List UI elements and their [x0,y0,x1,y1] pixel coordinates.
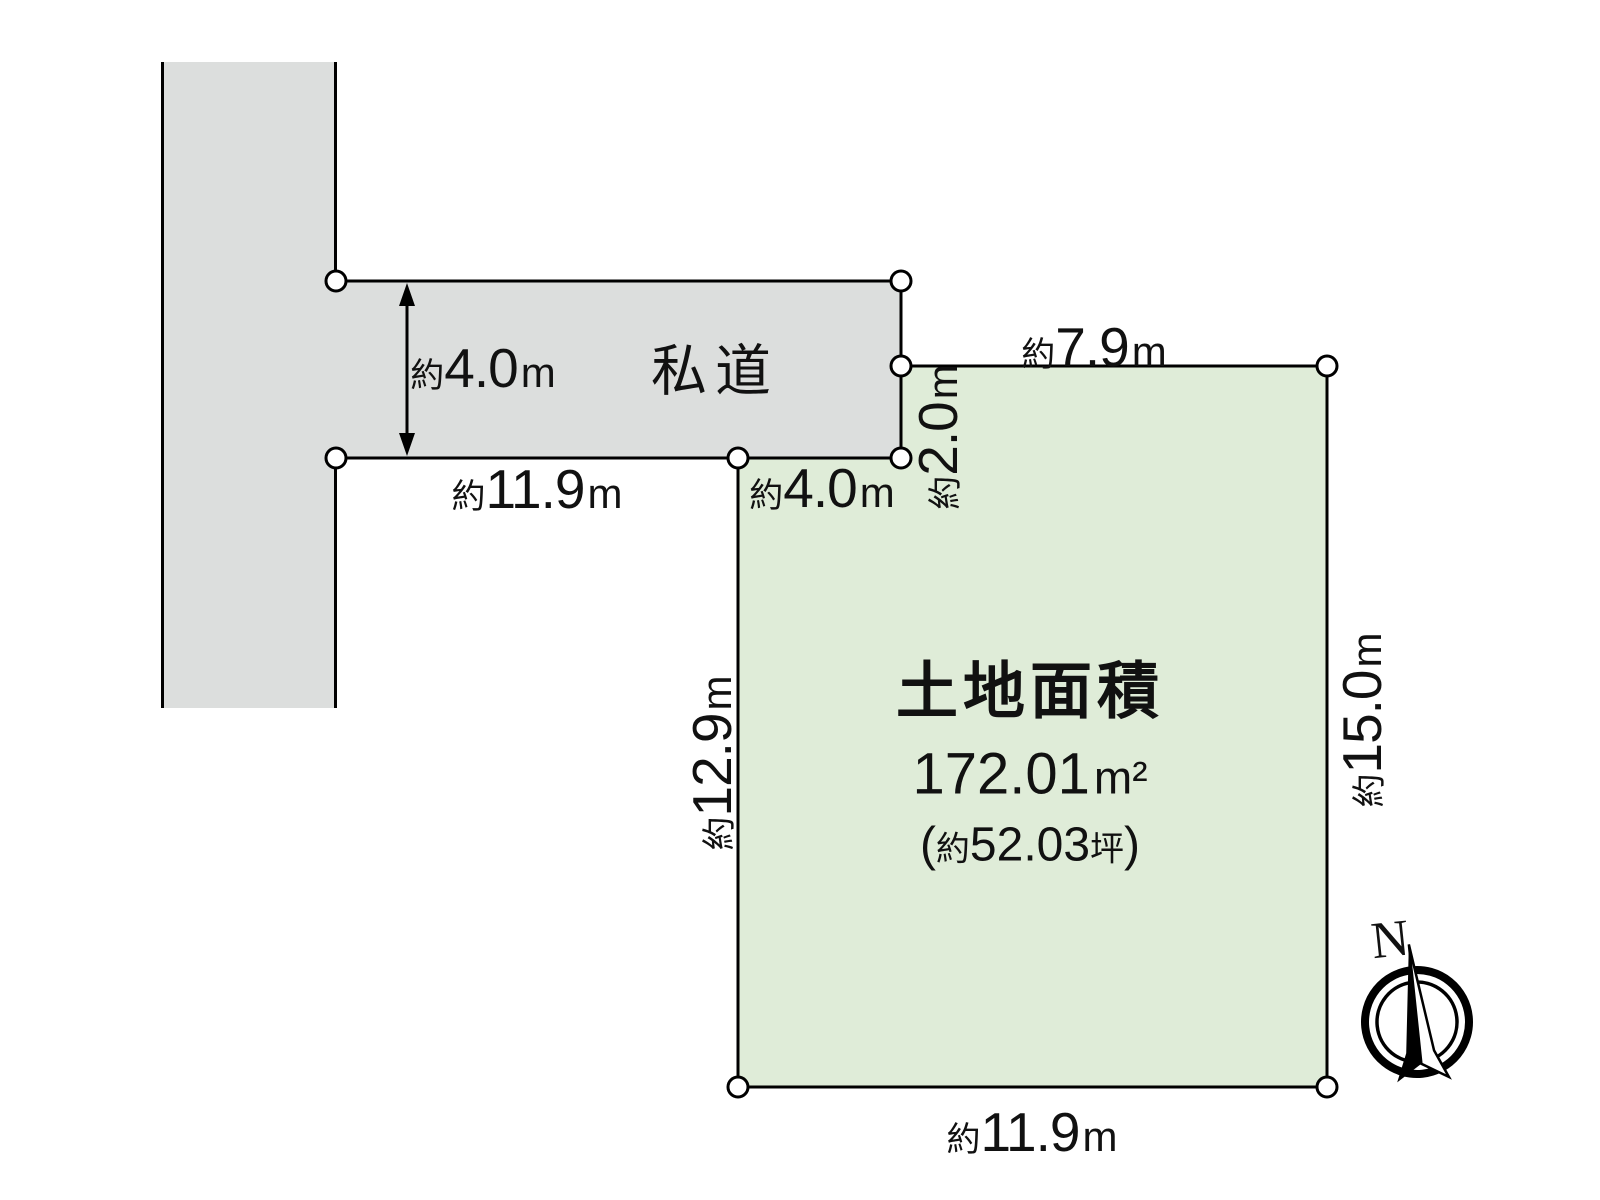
dim-value: 15.0 [1331,670,1393,774]
vertex-marker [889,269,913,293]
dim-unit: m [587,470,623,517]
tsubo-unit: 坪 [1090,830,1125,869]
vertex-marker [1315,1075,1339,1099]
dim-approx: 約 [701,816,739,851]
vertex-marker [1315,354,1339,378]
compass-north-label: N [1369,910,1412,971]
dim-approx: 約 [927,475,965,510]
private-road-shape [336,279,903,460]
arrow-head-down-icon [399,433,415,456]
dim-unit: m [520,349,556,396]
dim-value: 11.9 [485,458,586,520]
private-road-fill [336,281,901,458]
tsubo-number: 52.03 [969,818,1091,872]
area-unit: m² [1093,751,1148,804]
vertex-marker [889,446,913,470]
plot-area-value: 172.01 m² [912,741,1147,808]
dim-unit: m [919,364,966,400]
side-road-shape [161,62,337,708]
compass-needle-dark-icon [1397,944,1422,1083]
dim-approx: 約 [451,478,486,516]
north-compass: N [1361,910,1473,1083]
dim-unit: m [859,469,895,516]
dim-value: 2.0 [907,402,969,476]
dim-value: 4.0 [444,337,518,399]
vertex-marker [889,354,913,378]
vertex-marker [726,446,750,470]
dim-unit: m [1082,1113,1118,1160]
dim-unit: m [1131,328,1167,375]
tsubo-approx: 約 [935,830,970,869]
arrow-head-up-icon [399,283,415,306]
tsubo-paren-close: ) [1124,818,1141,872]
tsubo-paren-open: ( [919,818,936,872]
dim-approx: 約 [410,357,445,395]
vertex-markers [324,269,1339,1099]
dim-value: 11.9 [980,1101,1081,1163]
compass-needle-light-icon [1407,944,1452,1080]
vertex-marker [324,446,348,470]
vertex-marker [324,269,348,293]
dim-approx: 約 [1021,336,1056,374]
dim-approx: 約 [749,477,784,515]
vertex-markers-inner [324,269,1339,1099]
dim-approx: 約 [1351,773,1389,808]
vertex-marker [726,1075,750,1099]
side-road-fill [161,62,337,708]
plot-info: 土地面積 172.01 m² ( 約 52.03 坪 ) [896,659,1164,872]
dim-value: 7.9 [1055,316,1129,378]
dim-value: 4.0 [783,457,857,519]
private-road-label: 私道 [651,339,779,403]
dim-approx: 約 [946,1121,981,1159]
plot-area-title: 土地面積 [895,657,1165,727]
dim-unit: m [693,675,740,711]
plot-tsubo-value: ( 約 52.03 坪 ) [920,818,1140,873]
road-width-arrow [399,283,415,456]
area-number: 172.01 [912,741,1090,807]
dim-value: 12.9 [681,713,743,817]
dim-unit: m [1343,632,1390,668]
